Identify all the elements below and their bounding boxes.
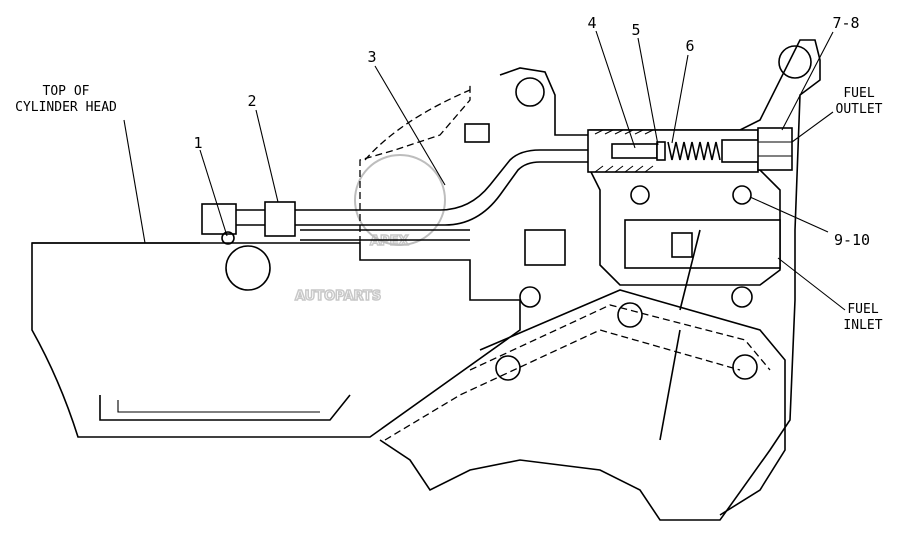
callout-9-10: 9-10 <box>834 231 870 249</box>
leader-lines <box>123 30 846 311</box>
leader-2 <box>255 109 279 203</box>
fuel-pump-housing <box>379 39 821 521</box>
fuel-inlet-fitting <box>624 219 781 269</box>
callout-2: 2 <box>247 92 256 110</box>
label-top-of-cylinder-head-line1: TOP OF <box>43 84 90 99</box>
bolt-cover-3 <box>732 354 758 380</box>
leader-3 <box>374 65 446 186</box>
label-fuel-inlet-line1: FUEL <box>847 302 878 317</box>
label-fuel-outlet-line2: OUTLET <box>836 102 883 117</box>
watermark-line-2: AUTOPARTS <box>295 289 381 304</box>
leader-9-10 <box>749 196 829 233</box>
nut-fitting <box>524 229 566 266</box>
leader-5 <box>637 37 659 146</box>
leader-6 <box>671 54 689 144</box>
label-top-of-cylinder-head-line2: CYLINDER HEAD <box>15 100 117 115</box>
mount-hole-top-right <box>778 45 812 79</box>
valve-spring <box>667 141 721 161</box>
callout-7-8: 7-8 <box>832 14 859 32</box>
mount-hole-top-left <box>515 77 545 107</box>
watermark-line-1: APEX <box>370 234 409 249</box>
line-clamp-fitting <box>201 203 237 235</box>
valve-ball <box>656 141 666 161</box>
leader-fuel-outlet <box>791 111 834 143</box>
outlet-fitting <box>757 127 793 171</box>
text-labels: TOP OF CYLINDER HEAD FUEL OUTLET FUEL IN… <box>15 14 883 333</box>
callout-3: 3 <box>367 48 376 66</box>
bolt-head-top <box>464 123 490 143</box>
bolt-lower-left <box>519 286 541 308</box>
bolt-9-10-a <box>630 185 650 205</box>
fitting-2 <box>264 201 296 237</box>
head-bore-circle <box>225 245 271 291</box>
bolt-9-10-b <box>732 185 752 205</box>
callout-6: 6 <box>685 37 694 55</box>
fuel-line-tube <box>201 123 590 245</box>
leader-4 <box>595 30 636 149</box>
bolt-cover-1 <box>617 302 643 328</box>
leader-1 <box>199 149 228 237</box>
callout-1: 1 <box>193 134 202 152</box>
bolt-cover-2 <box>495 355 521 381</box>
inlet-valve <box>671 232 693 258</box>
callout-4: 4 <box>587 14 596 32</box>
bolt-lower-right <box>731 286 753 308</box>
cylinder-head <box>31 85 521 438</box>
label-fuel-inlet-line2: INLET <box>843 318 882 333</box>
leader-7-8 <box>781 31 834 131</box>
valve-assembly <box>587 127 793 173</box>
leader-top-of-cylinder-head <box>123 119 146 244</box>
watermark-gear <box>354 154 446 246</box>
bolt-1 <box>221 231 235 245</box>
callout-5: 5 <box>631 21 640 39</box>
watermark: APEX AUTOPARTS <box>294 154 446 305</box>
valve-plug <box>721 139 761 163</box>
leader-fuel-inlet <box>777 257 846 311</box>
label-fuel-outlet-line1: FUEL <box>843 86 874 101</box>
